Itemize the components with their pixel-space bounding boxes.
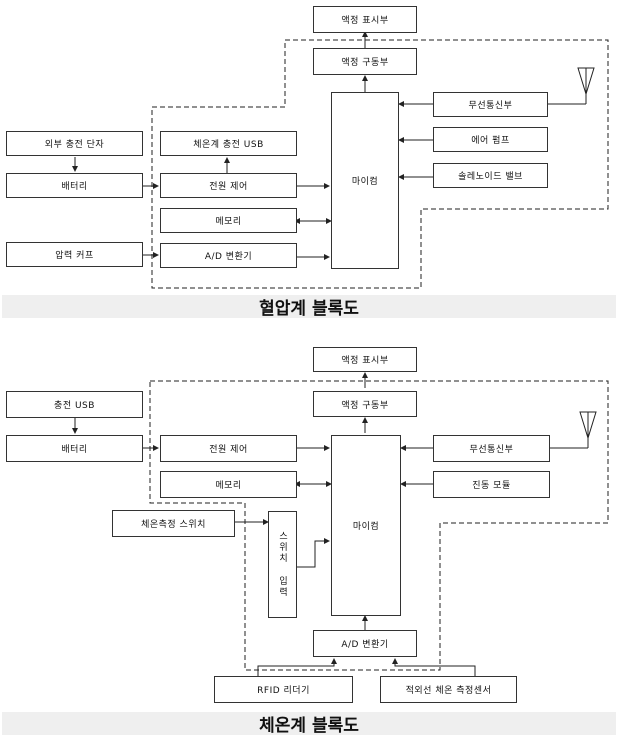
bp-lcd-display: 액정 표시부: [313, 6, 417, 33]
bp-battery: 배터리: [6, 173, 143, 198]
th-power-control: 전원 제어: [160, 435, 297, 462]
bp-temp-charge-usb: 체온계 충전 USB: [160, 131, 297, 156]
th-connections: [72, 372, 609, 676]
th-diagram-title: 체온계 블록도: [2, 712, 616, 736]
th-lcd-driver: 액정 구동부: [313, 391, 417, 417]
bp-diagram-title: 혈압계 블록도: [2, 295, 616, 319]
bp-air-pump: 에어 펌프: [433, 127, 548, 152]
th-rfid-reader: RFID 리더기: [214, 676, 353, 703]
th-module-boundary: [149, 380, 609, 671]
th-wireless: 무선통신부: [433, 435, 550, 462]
th-ir-temp-sensor: 적외선 체온 측정센서: [380, 676, 517, 703]
bp-module-boundary: [151, 39, 609, 289]
th-switch-input: 스위치 입력: [268, 511, 297, 618]
th-mcu: 마이컴: [331, 435, 401, 616]
th-switch-input-label: 스위치 입력: [277, 531, 287, 598]
bp-memory: 메모리: [160, 208, 297, 233]
th-lcd-display: 액정 표시부: [313, 347, 417, 372]
bp-lcd-driver: 액정 구동부: [313, 48, 417, 75]
th-battery: 배터리: [6, 435, 143, 462]
bp-pressure-cuff: 압력 커프: [6, 242, 143, 267]
bp-wireless: 무선통신부: [433, 92, 548, 117]
th-memory: 메모리: [160, 471, 297, 498]
th-adc: A/D 변환기: [313, 630, 417, 657]
th-vibration-module: 진동 모듈: [433, 471, 550, 498]
bp-adc: A/D 변환기: [160, 243, 297, 268]
bp-power-control: 전원 제어: [160, 173, 297, 198]
bp-mcu: 마이컴: [331, 92, 399, 269]
th-charge-usb: 충전 USB: [6, 391, 143, 418]
bp-external-charge-port: 외부 충전 단자: [6, 131, 143, 156]
bp-solenoid-valve: 솔레노이드 밸브: [433, 163, 548, 188]
bp-connections: [72, 31, 609, 289]
th-measure-switch: 체온측정 스위치: [112, 510, 235, 537]
